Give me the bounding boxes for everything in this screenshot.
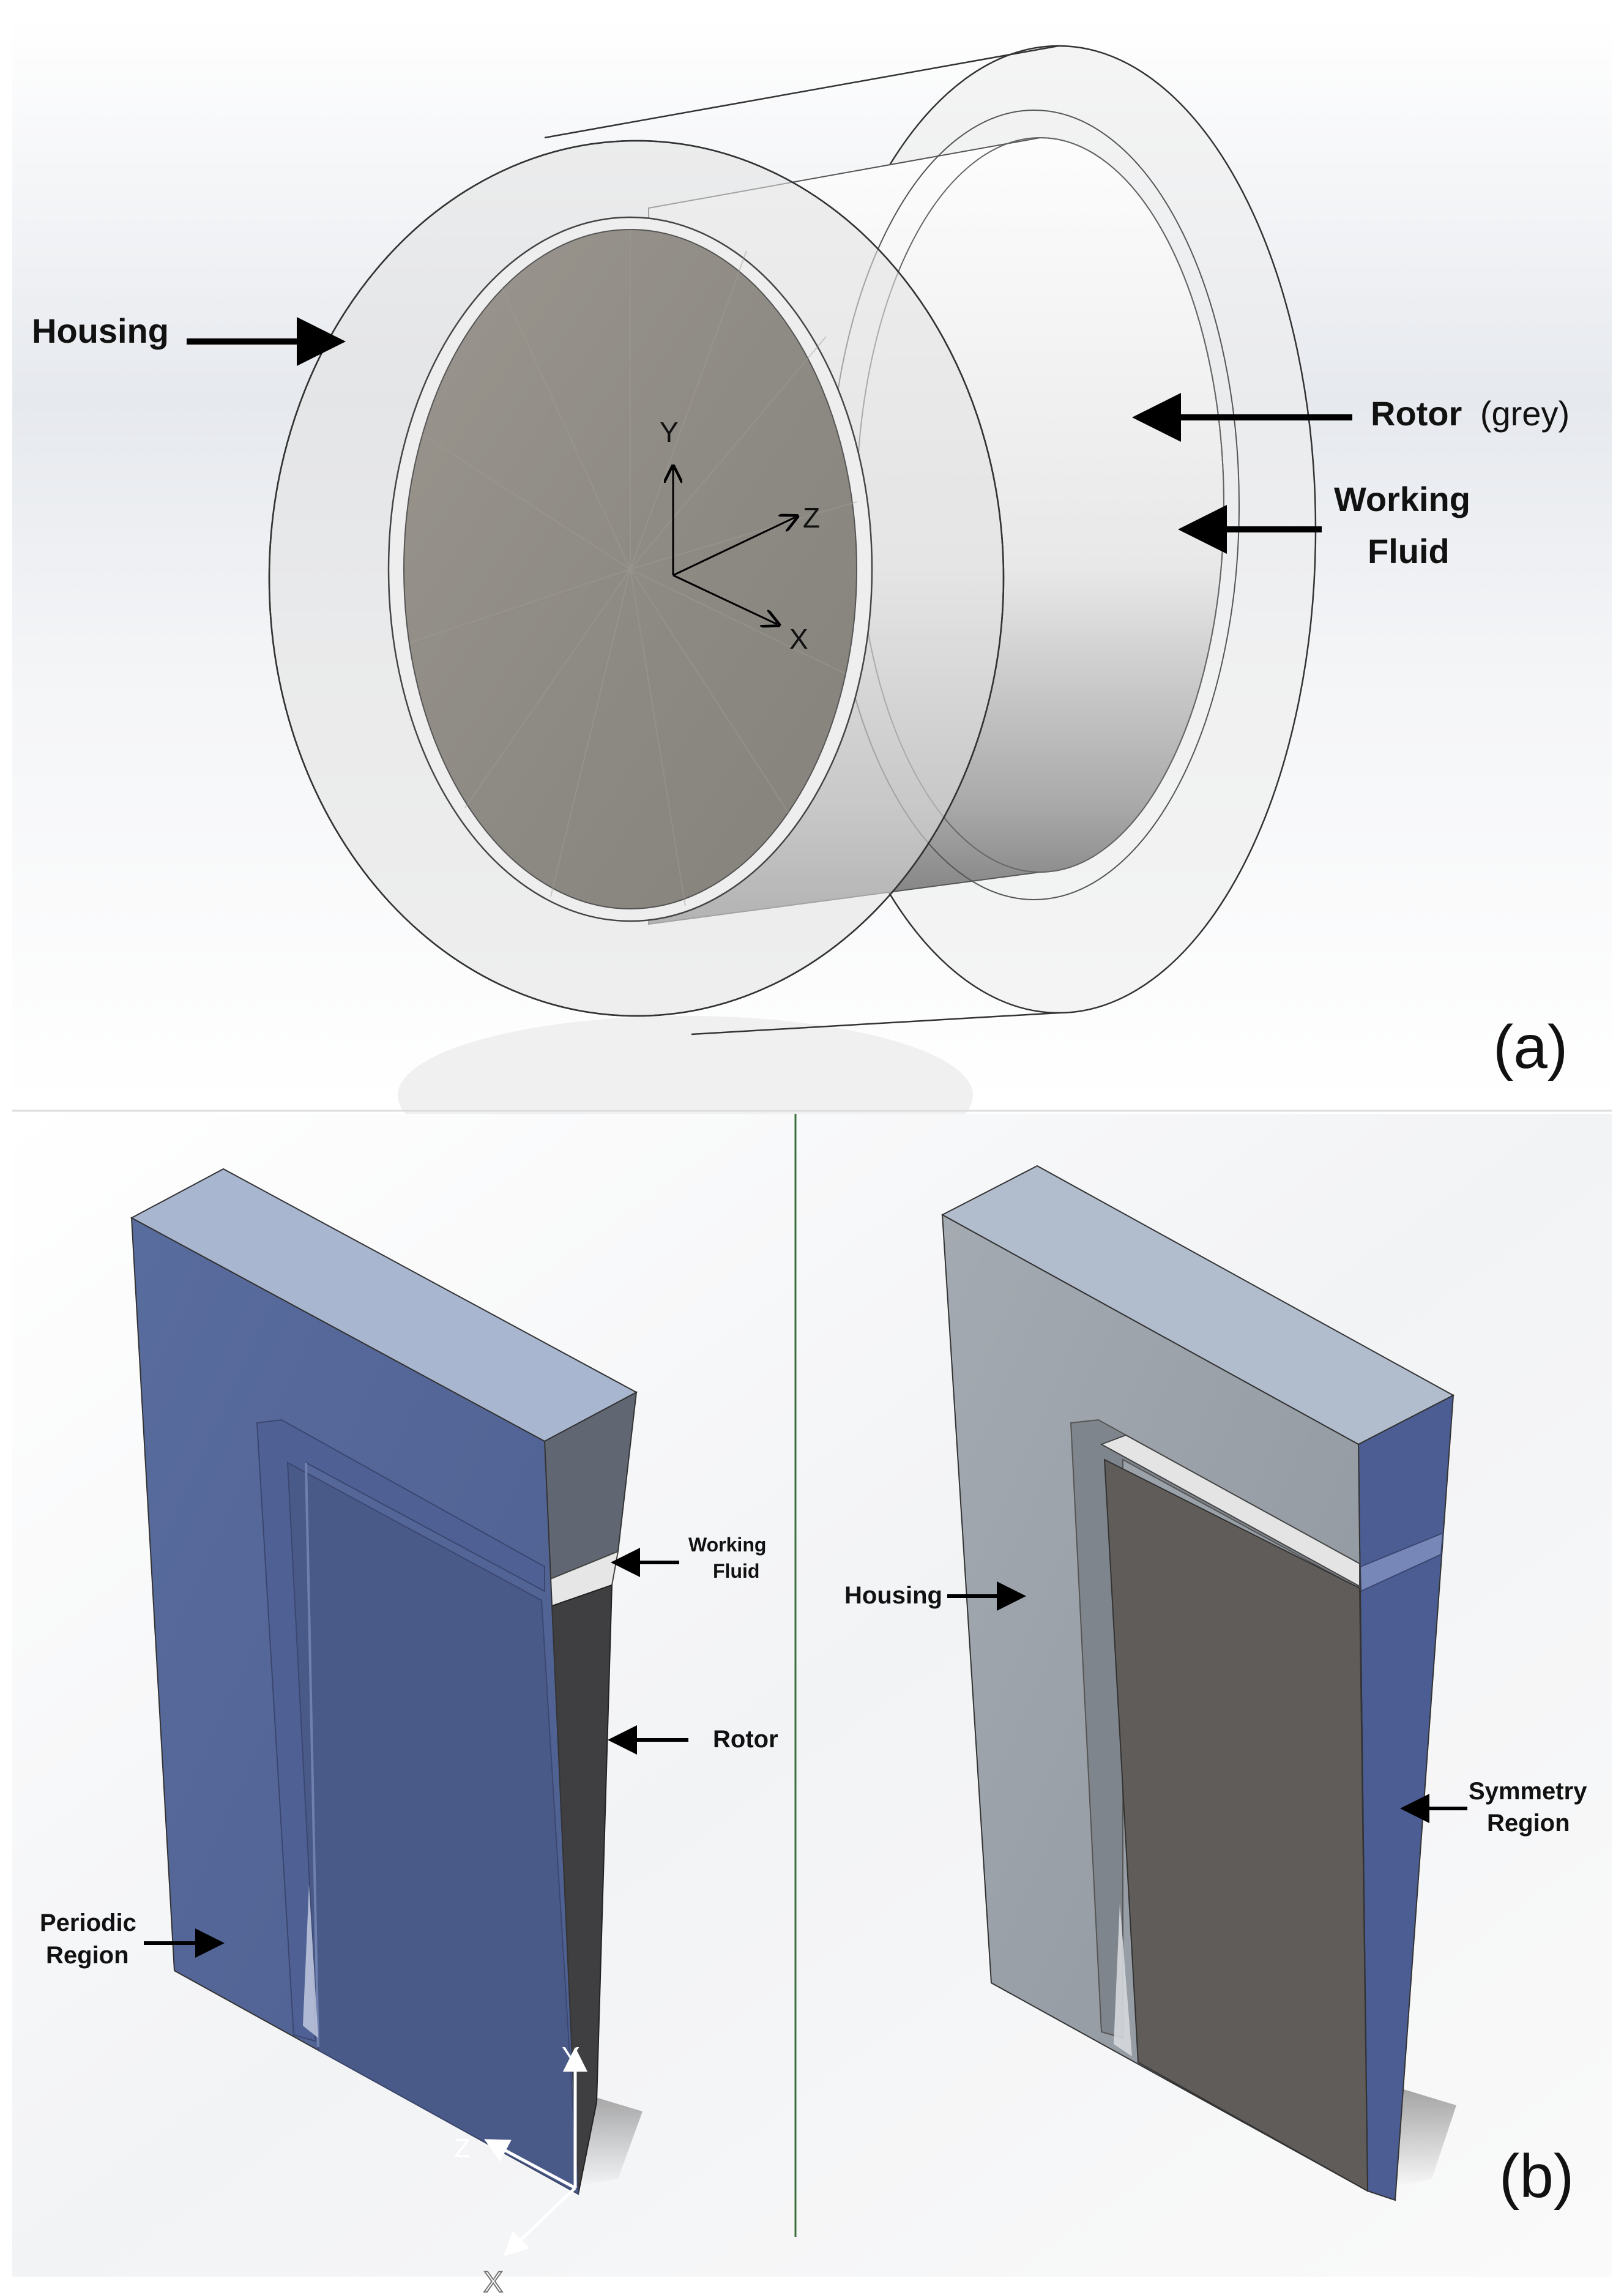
b-axis-z-label: Z: [454, 2133, 471, 2163]
x-axis-arrow: [672, 574, 777, 624]
left-wedge: [303, 1885, 318, 2038]
b-x-axis-arrow: [503, 2187, 576, 2256]
label-working-fluid-line2: Fluid: [1368, 532, 1450, 570]
panel-b: Y Z X Working Fluid Rotor Periodic Regio…: [12, 1114, 1612, 2295]
panel-b-tag: (b): [1499, 2142, 1574, 2211]
panel-a-tag: (a): [1493, 1013, 1568, 1081]
label-housing: Housing: [32, 312, 169, 350]
label-rotor-name: Rotor: [1371, 394, 1462, 433]
left-model: Y Z X Working Fluid Rotor Periodic Regio…: [40, 1168, 778, 2295]
z-axis-arrow: [672, 517, 795, 577]
b-label-rotor: Rotor: [713, 1726, 778, 1753]
axes-triad-b: [484, 2047, 587, 2256]
axis-y-label: Y: [660, 416, 679, 448]
housing-front-edge: [268, 140, 1005, 1017]
panel-a: Y Z X Housing Rotor (grey) Working Fluid…: [12, 18, 1612, 1175]
left-rotor-block: [286, 1461, 579, 2195]
b-label-periodic-line2: Region: [46, 1942, 129, 1969]
b-label-housing: Housing: [844, 1582, 942, 1609]
axis-z-label: Z: [803, 502, 820, 534]
label-rotor: Rotor (grey): [1371, 394, 1570, 433]
b-label-symmetry-line1: Symmetry: [1469, 1778, 1587, 1805]
right-working-fluid: [1100, 1434, 1360, 1588]
right-model: Housing Symmetry Region: [844, 1165, 1587, 2201]
left-housing-inner: [256, 1419, 545, 2042]
axis-x-label: X: [789, 623, 808, 655]
label-rotor-note: (grey): [1480, 394, 1570, 433]
b-label-working-fluid-line2: Fluid: [713, 1560, 759, 1582]
b-axis-x-label: X: [483, 2266, 503, 2295]
rotor-face: [403, 229, 857, 909]
right-wedge: [1114, 1903, 1132, 2056]
left-gap-line: [305, 1462, 319, 2048]
housing-cylinder-edges: [544, 45, 1059, 1036]
b-z-axis-arrow: [484, 2139, 576, 2190]
label-working-fluid-line1: Working: [1334, 480, 1470, 518]
b-label-symmetry-line2: Region: [1487, 1810, 1570, 1837]
rotor-face-facets: [409, 230, 857, 906]
b-label-working-fluid-line1: Working: [688, 1534, 766, 1556]
axes-triad-a: [673, 468, 795, 624]
b-axis-y-label: Y: [562, 2042, 579, 2072]
right-rotor-face: [1103, 1458, 1369, 2192]
b-label-periodic-line1: Periodic: [40, 1909, 136, 1936]
